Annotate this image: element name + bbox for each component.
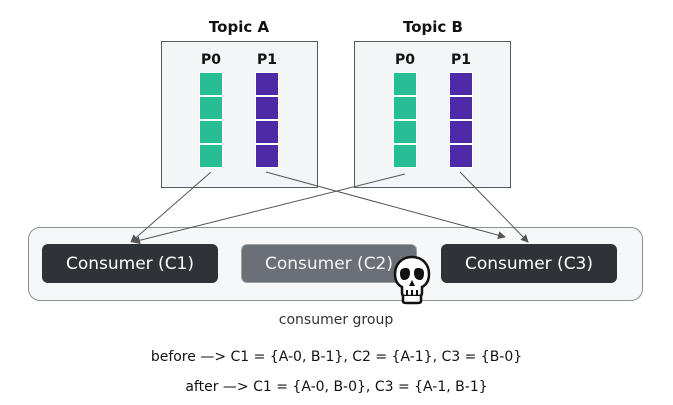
- partition-cell: [393, 72, 417, 96]
- consumer-group-label: consumer group: [278, 312, 394, 328]
- topic-a-partition-1: [255, 72, 279, 168]
- partition-cell: [255, 72, 279, 96]
- topic-a-box: [161, 41, 318, 188]
- topic-b-title: Topic B: [403, 18, 463, 36]
- partition-cell: [449, 120, 473, 144]
- partition-cell: [199, 144, 223, 168]
- topic-b-p1-label: P1: [450, 52, 471, 68]
- consumer-c3-label: Consumer (C3): [464, 253, 594, 274]
- assignment-after: after —> C1 = {A-0, B-0}, C3 = {A-1, B-1…: [185, 379, 488, 395]
- consumer-c3: Consumer (C3): [441, 244, 617, 283]
- topic-b-box: [354, 41, 511, 188]
- topic-b-partition-1: [449, 72, 473, 168]
- consumer-c1: Consumer (C1): [42, 244, 218, 283]
- consumer-c1-label: Consumer (C1): [65, 253, 195, 274]
- topic-a-p0-label: P0: [200, 52, 221, 68]
- partition-cell: [199, 120, 223, 144]
- topic-a-partition-0: [199, 72, 223, 168]
- partition-cell: [255, 144, 279, 168]
- partition-cell: [255, 120, 279, 144]
- partition-cell: [393, 96, 417, 120]
- partition-cell: [255, 96, 279, 120]
- partition-cell: [449, 144, 473, 168]
- topic-b-p0-label: P0: [394, 52, 415, 68]
- assignment-before: before —> C1 = {A-0, B-1}, C2 = {A-1}, C…: [150, 349, 523, 365]
- skull-icon: [393, 255, 431, 305]
- partition-cell: [199, 96, 223, 120]
- partition-cell: [199, 72, 223, 96]
- partition-cell: [393, 120, 417, 144]
- topic-a-p1-label: P1: [256, 52, 277, 68]
- topic-b-partition-0: [393, 72, 417, 168]
- partition-cell: [449, 96, 473, 120]
- partition-cell: [393, 144, 417, 168]
- consumer-c2-label: Consumer (C2): [264, 253, 394, 274]
- topic-a-title: Topic A: [208, 18, 270, 36]
- partition-cell: [449, 72, 473, 96]
- consumer-c2: Consumer (C2): [241, 244, 417, 283]
